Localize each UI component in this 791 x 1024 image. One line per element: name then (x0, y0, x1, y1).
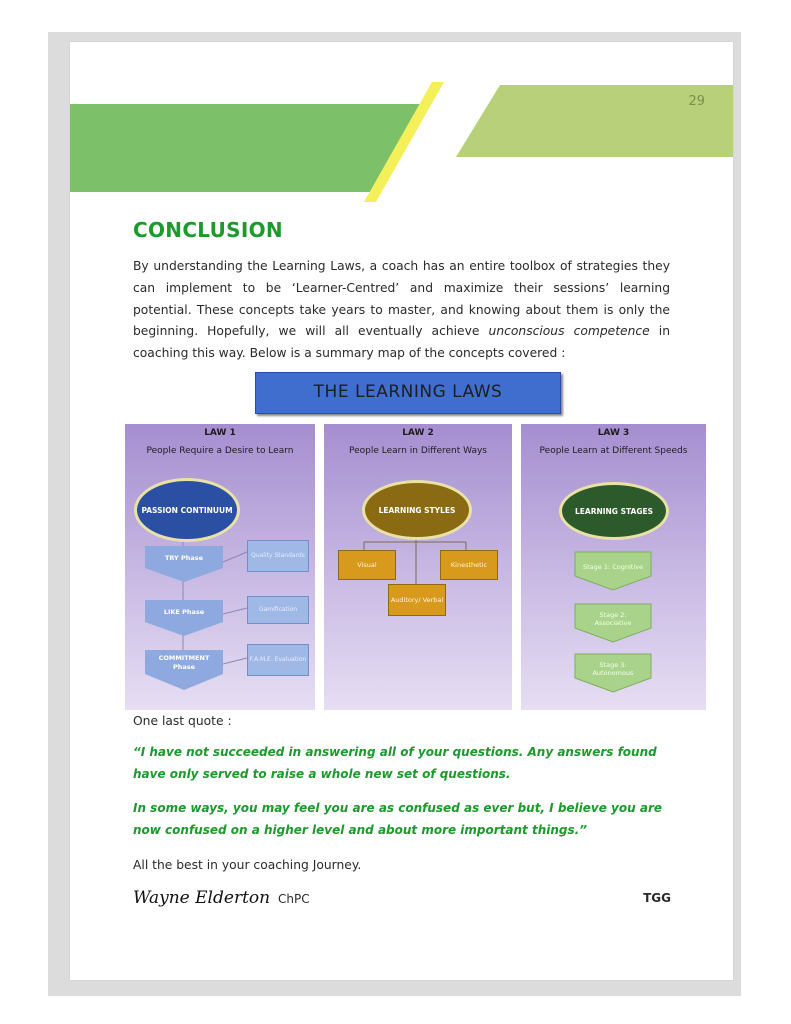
law-1-link-1 (222, 551, 248, 563)
document-page: 29 CONCLUSION By understanding the Learn… (70, 42, 733, 980)
law-1-link-3 (222, 657, 248, 665)
law-2-panel: LAW 2 People Learn in Different Ways LEA… (324, 424, 512, 710)
learning-stages-ellipse: LEARNING STAGES (559, 482, 669, 540)
commitment-phase-label: COMMITMENT Phase (158, 654, 210, 671)
quote-paragraph-2: In some ways, you may feel you are as co… (133, 801, 663, 837)
quality-standards-box: Quality Standards (247, 540, 309, 572)
law-1-link-2 (222, 607, 248, 615)
law-3-subtitle: People Learn at Different Speeds (539, 446, 688, 456)
visual-box: Visual (338, 550, 396, 580)
kinesthetic-box: Kinesthetic (440, 550, 498, 580)
author-credential: ChPC (278, 892, 310, 906)
header-green-band (70, 104, 420, 192)
stage-1-chevron (574, 551, 652, 591)
stage-2-chevron (574, 603, 652, 643)
banner-title: THE LEARNING LAWS (313, 382, 503, 402)
try-phase-label: TRY Phase (164, 554, 204, 562)
law-1-panel: LAW 1 People Require a Desire to Learn P… (125, 424, 315, 710)
author-signature: Wayne Elderton (133, 888, 271, 908)
law-1-subtitle: People Require a Desire to Learn (146, 446, 294, 456)
passion-continuum-ellipse: PASSION CONTINUUM (134, 478, 240, 542)
header-light-green-band (456, 85, 733, 157)
page-number: 29 (688, 94, 705, 109)
header-yellow-stripe (364, 82, 444, 202)
law-2-title: LAW 2 (402, 428, 434, 438)
law-3-panel: LAW 3 People Learn at Different Speeds L… (521, 424, 706, 710)
like-phase-label: LIKE Phase (163, 608, 205, 616)
stage-2-label: Stage 2: Associative (594, 611, 632, 627)
commitment-phase-chevron (145, 650, 223, 690)
learning-laws-banner: THE LEARNING LAWS (255, 372, 561, 414)
intro-paragraph: By understanding the Learning Laws, a co… (133, 256, 670, 365)
like-phase-chevron (145, 600, 223, 636)
stage-1-label: Stage 1: Cognitive (582, 563, 643, 571)
gamification-box: Gamification (247, 596, 309, 624)
quote-paragraph-1: “I have not succeeded in answering all o… (133, 745, 657, 781)
fame-evaluation-box: F.A.M.E. Evaluation (247, 644, 309, 676)
quote-intro: One last quote : (133, 714, 232, 728)
learning-styles-ellipse: LEARNING STYLES (362, 480, 472, 540)
farewell-line: All the best in your coaching Journey. (133, 858, 362, 872)
stage-3-chevron (574, 653, 652, 693)
auditory-verbal-box: Auditory/ Verbal (388, 584, 446, 616)
law-2-diagram (363, 536, 467, 584)
header-decoration (70, 82, 733, 202)
stage-3-label: Stage 3: Autonomous (592, 661, 634, 677)
law-3-title: LAW 3 (597, 428, 630, 438)
intro-text-start: By understanding the Learning Laws, a co… (133, 259, 670, 339)
law-1-title: LAW 1 (204, 428, 236, 438)
law-3-diagram (574, 551, 652, 693)
intro-emphasis: unconscious competence (488, 324, 650, 339)
try-phase-chevron (145, 546, 223, 582)
intro-text-end: in coaching this way. Below is a summary… (133, 324, 670, 361)
law-2-subtitle: People Learn in Different Ways (349, 446, 487, 456)
organization-label: TGG (643, 891, 671, 905)
section-heading: CONCLUSION (133, 218, 283, 242)
law-1-diagram (145, 516, 248, 690)
